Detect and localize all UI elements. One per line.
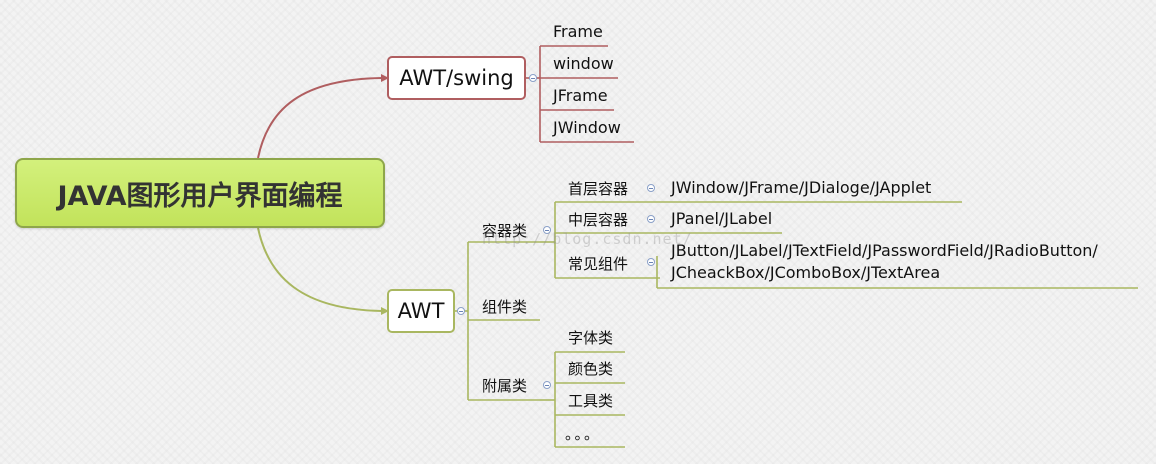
- subtopic-component-class[interactable]: 组件类: [482, 298, 528, 316]
- subtopic-top-container[interactable]: 首层容器: [568, 180, 629, 198]
- subtopic-jframe[interactable]: JFrame: [553, 86, 608, 105]
- subtopic-common-components[interactable]: 常见组件: [568, 255, 629, 273]
- subtopic-frame[interactable]: Frame: [553, 22, 603, 41]
- collapse-icon[interactable]: [647, 258, 655, 266]
- subtopic-jwindow[interactable]: JWindow: [553, 118, 621, 137]
- watermark: http://blog.csdn.net/: [482, 230, 693, 248]
- subtopic-font-class[interactable]: 字体类: [568, 329, 614, 347]
- collapse-icon[interactable]: [543, 226, 551, 234]
- collapse-icon[interactable]: [529, 74, 537, 82]
- subtopic-window[interactable]: window: [553, 54, 614, 73]
- topic-awt-swing[interactable]: AWT/swing: [387, 56, 526, 100]
- subtopic-tool-class[interactable]: 工具类: [568, 392, 614, 410]
- subtopic-ellipsis[interactable]: 。。。: [565, 425, 602, 443]
- detail-middle-container[interactable]: JPanel/JLabel: [671, 209, 773, 228]
- subtopic-attached-class[interactable]: 附属类: [482, 377, 528, 395]
- subtopic-color-class[interactable]: 颜色类: [568, 360, 614, 378]
- detail-common-components-line1[interactable]: JButton/JLabel/JTextField/JPasswordField…: [671, 241, 1098, 260]
- collapse-icon[interactable]: [647, 215, 655, 223]
- collapse-icon[interactable]: [457, 307, 465, 315]
- topic-awt[interactable]: AWT: [387, 289, 455, 333]
- root-topic[interactable]: JAVA图形用户界面编程: [15, 158, 385, 228]
- subtopic-middle-container[interactable]: 中层容器: [568, 211, 629, 229]
- collapse-icon[interactable]: [647, 184, 655, 192]
- detail-top-container[interactable]: JWindow/JFrame/JDialoge/JApplet: [671, 178, 932, 197]
- detail-common-components-line2[interactable]: JCheackBox/JComboBox/JTextArea: [671, 263, 941, 282]
- collapse-icon[interactable]: [543, 381, 551, 389]
- subtopic-container-class[interactable]: 容器类: [482, 222, 528, 240]
